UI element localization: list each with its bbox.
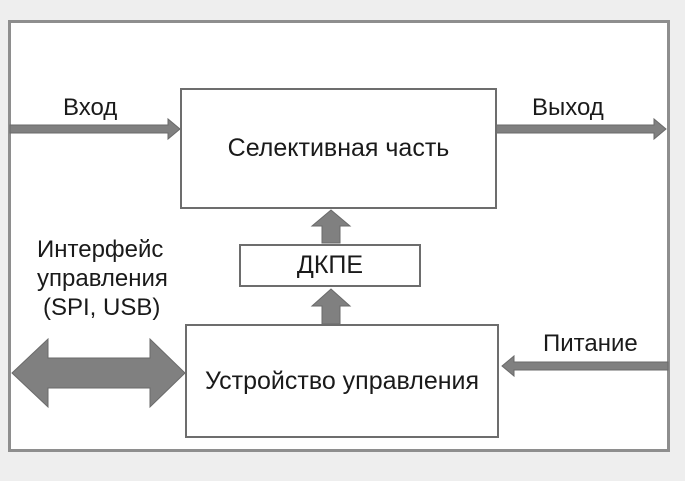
interface-bidirectional-arrow <box>11 337 186 409</box>
control-device-block: Устройство управления <box>185 324 499 438</box>
control-to-dkpe-arrow <box>310 288 352 325</box>
power-arrow <box>501 354 669 378</box>
power-label: Питание <box>543 330 638 357</box>
interface-label-line3: (SPI, USB) <box>43 294 161 321</box>
dkpe-block: ДКПЕ <box>239 244 421 287</box>
input-arrow <box>9 117 181 141</box>
dkpe-to-selective-arrow <box>310 209 352 244</box>
selective-part-block: Селективная часть <box>180 88 497 209</box>
dkpe-label: ДКПЕ <box>296 251 364 279</box>
interface-label-line2: управления <box>37 265 168 292</box>
interface-label-line1: Интерфейс <box>37 236 164 263</box>
output-arrow <box>495 117 667 141</box>
control-device-label: Устройство управления <box>204 366 480 395</box>
selective-part-label: Селективная часть <box>227 134 450 162</box>
input-label: Вход <box>63 94 118 121</box>
output-label: Выход <box>532 94 604 121</box>
